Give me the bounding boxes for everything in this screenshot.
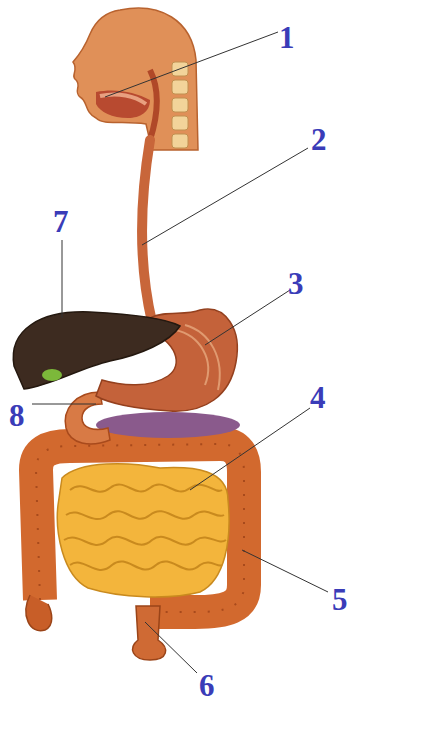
callout-number: 8 xyxy=(9,400,25,431)
liver xyxy=(13,312,180,389)
stomach-folds xyxy=(175,325,220,390)
caecum xyxy=(26,595,52,631)
pancreas xyxy=(96,412,240,438)
spine xyxy=(172,62,188,148)
callout-number: 4 xyxy=(310,382,326,413)
small-intestine xyxy=(57,464,229,597)
oral-cavity xyxy=(96,90,150,118)
large-intestine xyxy=(36,444,244,612)
head-section xyxy=(73,8,198,150)
callout-number: 6 xyxy=(199,670,215,701)
pharynx xyxy=(150,70,157,140)
callout-number: 2 xyxy=(311,124,327,155)
callout-number: 5 xyxy=(332,584,348,615)
esophagus xyxy=(142,140,152,322)
colon-folds xyxy=(36,444,244,612)
rectum xyxy=(133,606,166,660)
leader-lines xyxy=(32,32,328,673)
callout-number: 7 xyxy=(53,206,69,237)
callout-number: 1 xyxy=(279,22,295,53)
callout-number: 3 xyxy=(288,268,304,299)
gallbladder xyxy=(42,369,62,381)
intestine-loops xyxy=(64,485,226,570)
